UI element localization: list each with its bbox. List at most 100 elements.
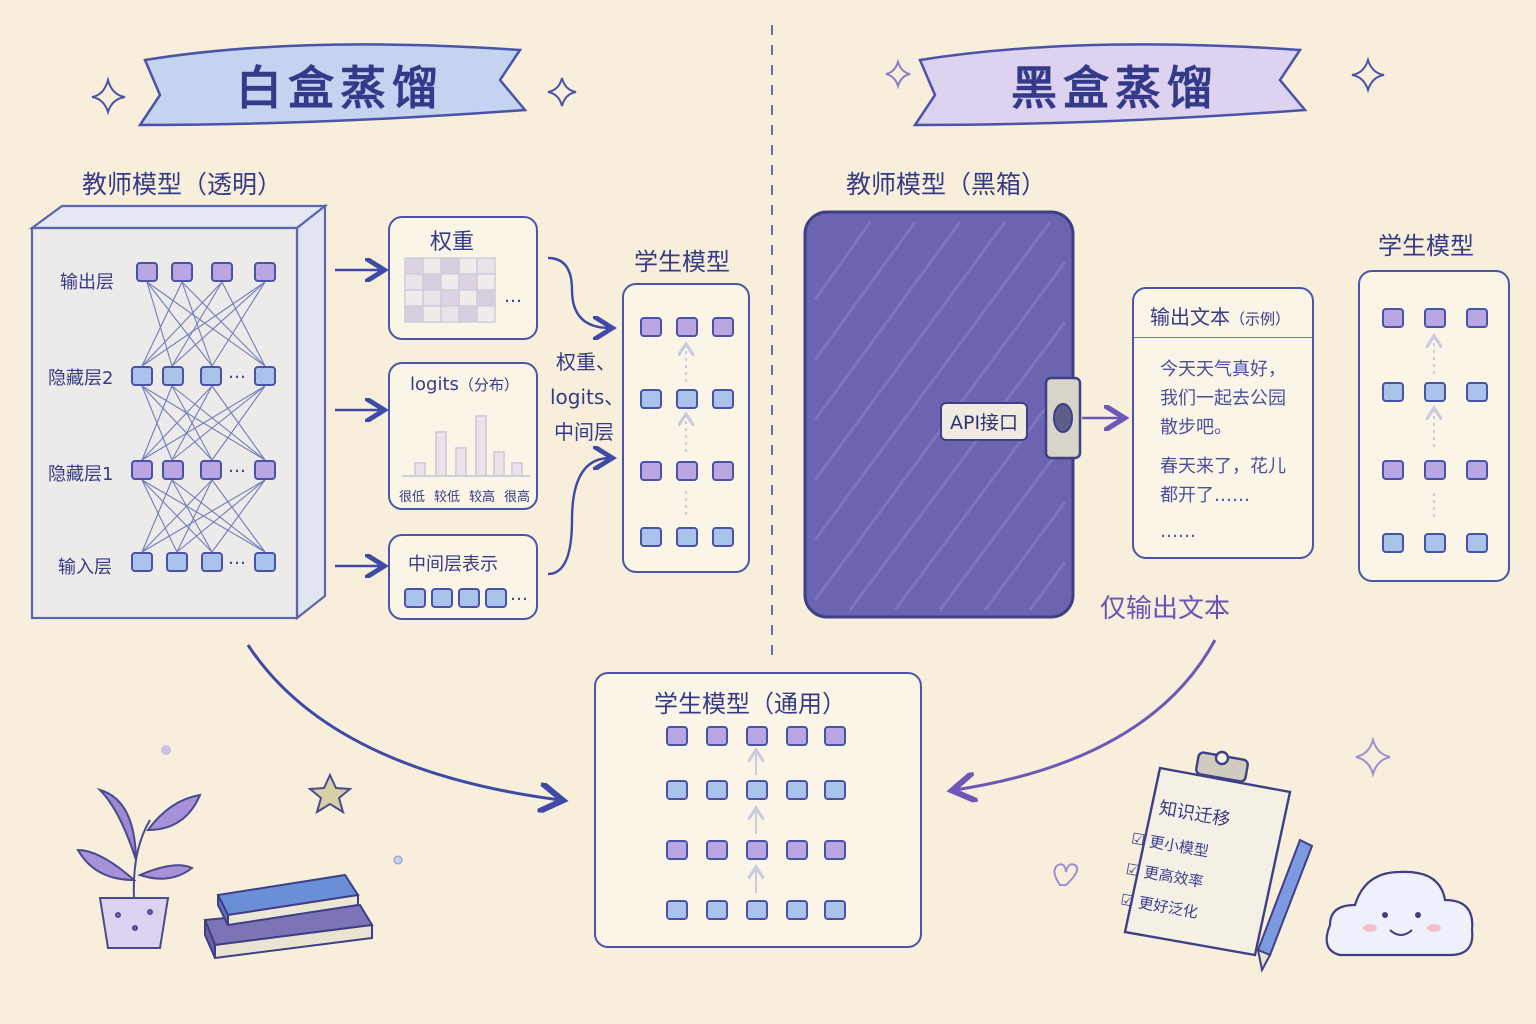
representation-ellipsis: … (510, 584, 528, 605)
output-text-card: 输出文本（示例） 今天天气真好， 我们一起去公园 散步吧。 春天来了，花儿 都开… (1132, 287, 1314, 559)
transfer-label-weights: 权重、 (556, 350, 616, 374)
student-node (1382, 533, 1404, 553)
student-node (666, 726, 688, 746)
hidden2-ellipsis: … (228, 362, 246, 383)
whitebox-title: 白盒蒸馏 (236, 61, 444, 115)
logits-bar-label: 较低 (434, 490, 461, 505)
student-node (712, 527, 734, 547)
student-node (1466, 308, 1488, 328)
student-node (824, 780, 846, 800)
student-node (706, 780, 728, 800)
hidden-representation-card: 中间层表示 … (388, 534, 538, 620)
heart-icon (1053, 863, 1079, 886)
student-node (786, 780, 808, 800)
arrow-blackbox-to-general (955, 639, 1217, 790)
student-node (712, 317, 734, 337)
student-node (1424, 308, 1446, 328)
output-card-subtitle: （示例） (1230, 310, 1291, 328)
output-node (211, 262, 233, 282)
student-node (1382, 460, 1404, 480)
hidden1-node (200, 460, 222, 480)
weights-card-title: 权重 (430, 230, 475, 255)
output-card-divider (1134, 337, 1312, 338)
clipboard-item: 更高效率 (1142, 863, 1205, 892)
clipboard-item: 更小模型 (1147, 832, 1211, 861)
transfer-label-logits: logits、 (550, 385, 625, 409)
star-decoration (307, 772, 353, 815)
blackbox-student-label: 学生模型 (1378, 232, 1474, 260)
blackbox-teacher-label: 教师模型（黑箱） (846, 170, 1047, 199)
blackbox-student-card (1358, 270, 1510, 582)
clipboard-decoration (1123, 750, 1292, 957)
student-node (666, 900, 688, 920)
general-student-card: 学生模型（通用） (594, 672, 922, 948)
layer-label-output: 输出层 (60, 272, 114, 293)
layer-label-hidden1: 隐藏层1 (48, 464, 114, 485)
student-node (786, 726, 808, 746)
logits-card-subtitle: （分布） (458, 376, 519, 394)
hidden1-node (162, 460, 184, 480)
output-line: 散步吧。 (1160, 417, 1232, 438)
student-node (746, 900, 768, 920)
input-node (201, 552, 223, 572)
student-node (676, 317, 698, 337)
arrow-weights-to-student (547, 256, 610, 328)
student-node (676, 461, 698, 481)
hidden1-node (131, 460, 153, 480)
hidden1-node (254, 460, 276, 480)
logits-card: logits（分布） 很低 较低 较高 很高 (388, 362, 538, 510)
student-node (1382, 382, 1404, 402)
student-node (1424, 460, 1446, 480)
layer-label-input: 输入层 (58, 557, 112, 578)
api-interface-label: API接口 (940, 402, 1029, 441)
books-decoration (203, 873, 374, 960)
only-output-text-label: 仅输出文本 (1100, 594, 1231, 624)
student-node (640, 317, 662, 337)
student-node (640, 527, 662, 547)
hidden2-node (254, 366, 276, 386)
student-node (712, 461, 734, 481)
student-node (1382, 308, 1404, 328)
student-node (746, 726, 768, 746)
student-node (746, 780, 768, 800)
layer-label-hidden2: 隐藏层2 (48, 368, 114, 389)
hidden2-node (162, 366, 184, 386)
output-card-title: 输出文本 (1150, 305, 1230, 329)
hidden2-node (200, 366, 222, 386)
output-node (254, 262, 276, 282)
sparkle-decorations (91, 56, 1391, 778)
representation-node (404, 588, 426, 608)
student-node (676, 527, 698, 547)
student-node (666, 780, 688, 800)
plant-decoration (76, 787, 202, 949)
weights-card: 权重 … (388, 216, 538, 340)
output-line: 都开了…… (1160, 485, 1250, 506)
student-node (712, 389, 734, 409)
representation-node (485, 588, 507, 608)
logits-bar-label: 较高 (469, 490, 496, 505)
left-banner-ribbon (137, 43, 528, 127)
hidden2-node (131, 366, 153, 386)
representation-node (431, 588, 453, 608)
logits-card-title: logits (410, 374, 459, 395)
input-ellipsis: … (228, 548, 246, 569)
output-line: 今天天气真好， (1160, 359, 1286, 380)
student-node (706, 900, 728, 920)
input-node (166, 552, 188, 572)
transparent-teacher-label: 教师模型（透明） (82, 170, 283, 199)
student-node (746, 840, 768, 860)
cloud-decoration (1325, 870, 1474, 957)
input-node (131, 552, 153, 572)
representation-node (458, 588, 480, 608)
student-node (786, 840, 808, 860)
arrow-hidden-to-student (547, 458, 610, 576)
weights-ellipsis: … (504, 286, 522, 307)
output-node (171, 262, 193, 282)
student-node (706, 726, 728, 746)
transparent-teacher-box (28, 203, 329, 621)
whitebox-student-card (622, 283, 750, 573)
student-node (824, 840, 846, 860)
student-node (824, 726, 846, 746)
student-node (640, 461, 662, 481)
hidden-card-title: 中间层表示 (408, 554, 498, 575)
